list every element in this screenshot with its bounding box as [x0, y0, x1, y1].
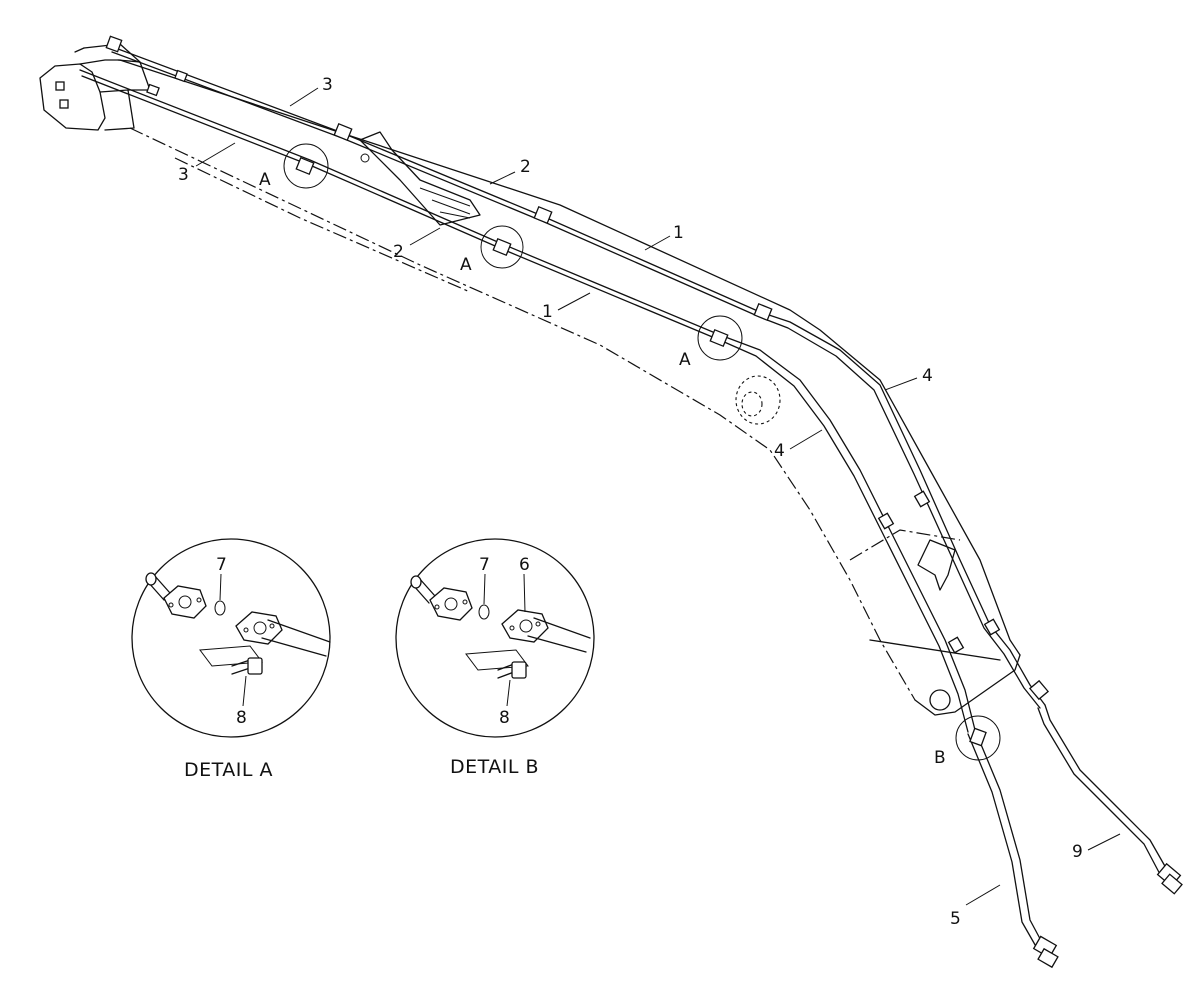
marker-a3: A [679, 350, 691, 370]
detail-circle-a3 [697, 315, 743, 361]
detail-b-part-6: 6 [519, 555, 530, 575]
boom-outline [39, 43, 1021, 716]
leader-lines [195, 87, 1121, 906]
marker-a1: A [259, 170, 271, 190]
pipe-lines [79, 35, 1183, 969]
detail-b-view: 7 6 8 DETAIL B [395, 538, 595, 778]
callout-2-top: 2 [520, 157, 531, 177]
detail-a-part-8: 8 [236, 708, 247, 728]
callout-3-left: 3 [178, 165, 189, 185]
callout-labels: 3 3 2 2 1 1 4 4 5 9 [178, 75, 1083, 929]
callout-5: 5 [950, 909, 961, 929]
detail-a-caption: DETAIL A [184, 759, 273, 781]
callout-1-top: 1 [673, 223, 684, 243]
callout-3-top: 3 [322, 75, 333, 95]
callout-2-mid: 2 [393, 242, 404, 262]
detail-b-part-7: 7 [479, 555, 490, 575]
detail-circle-a2 [480, 225, 524, 269]
detail-circle-b [955, 715, 1001, 761]
detail-b-part-8: 8 [499, 708, 510, 728]
detail-a-part-7: 7 [216, 555, 227, 575]
callout-9: 9 [1072, 842, 1083, 862]
detail-marker-labels: A A A B [259, 170, 946, 768]
callout-4-left: 4 [774, 441, 785, 461]
detail-b-caption: DETAIL B [450, 756, 539, 778]
callout-4-right: 4 [922, 366, 933, 386]
marker-a2: A [460, 255, 472, 275]
marker-b: B [934, 748, 946, 768]
callout-1-mid: 1 [542, 302, 553, 322]
detail-marker-circles [283, 143, 1001, 761]
detail-circle-a1 [283, 143, 329, 189]
detail-a-view: 7 8 DETAIL A [131, 538, 331, 781]
